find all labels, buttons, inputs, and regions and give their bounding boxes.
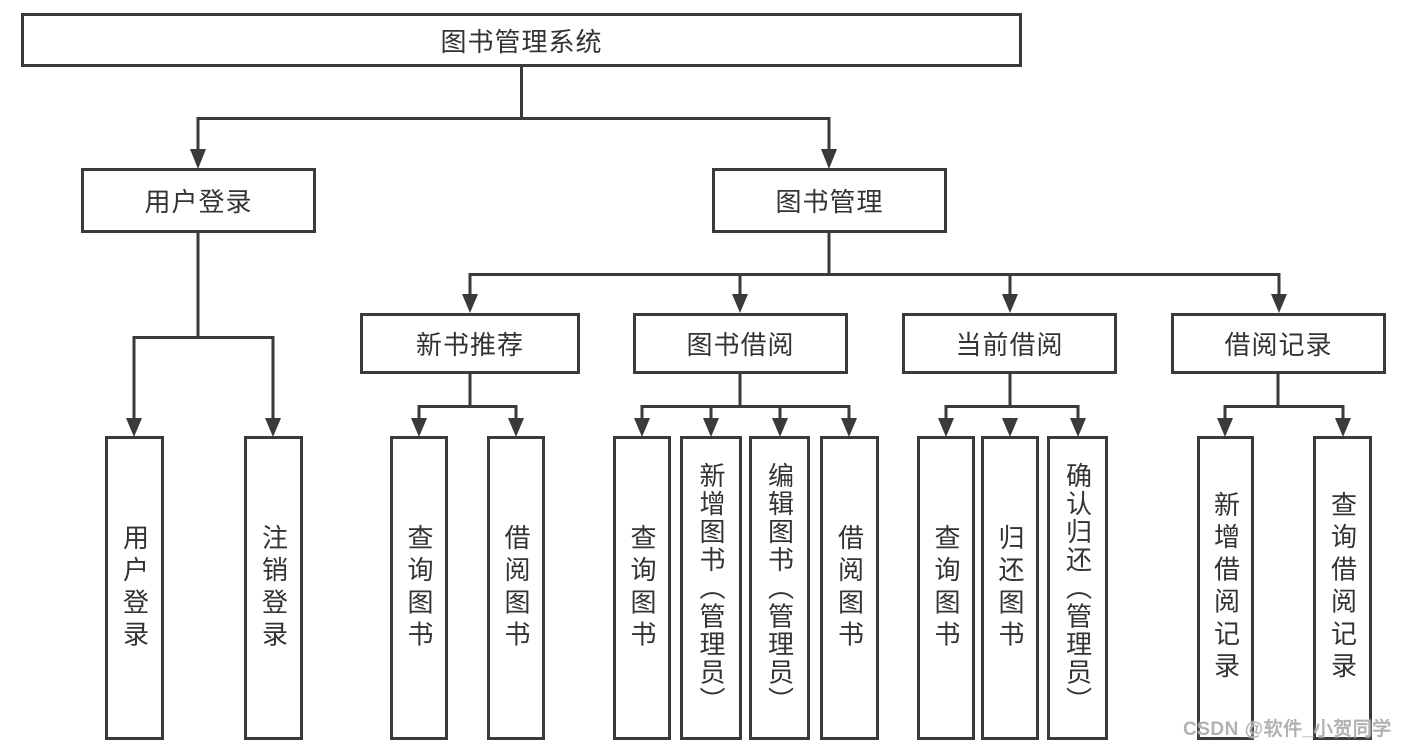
- node-label: 借阅图书: [834, 523, 865, 653]
- node-label: 新增图书（管理员）: [696, 461, 726, 715]
- leaf-add-book-admin: 新增图书（管理员）: [680, 436, 742, 740]
- node-root: 图书管理系统: [21, 13, 1022, 67]
- node-label: 图书管理系统: [440, 26, 603, 57]
- leaf-query-books-recommend: 查询图书: [390, 436, 448, 740]
- node-label: 确认归还（管理员）: [1062, 461, 1093, 715]
- node-book-management: 图书管理: [712, 168, 947, 233]
- leaf-edit-book-admin: 编辑图书（管理员）: [749, 436, 810, 740]
- node-label: 查询图书: [627, 523, 657, 653]
- node-label: 查询图书: [931, 523, 961, 653]
- leaf-return-books: 归还图书: [981, 436, 1039, 740]
- leaf-user-login: 用户登录: [105, 436, 164, 740]
- node-label: 编辑图书（管理员）: [764, 461, 795, 715]
- leaf-query-books-current: 查询图书: [917, 436, 975, 740]
- leaf-add-borrow-record: 新增借阅记录: [1197, 436, 1254, 740]
- node-label: 用户登录: [119, 523, 150, 653]
- node-label: 当前借阅: [955, 330, 1064, 360]
- node-label: 新书推荐: [415, 330, 524, 360]
- node-book-borrow: 图书借阅: [633, 313, 848, 374]
- watermark-text: CSDN @软件_小贺同学: [1183, 719, 1392, 740]
- node-label: 新增借阅记录: [1210, 491, 1241, 685]
- node-user-login: 用户登录: [81, 168, 316, 233]
- leaf-borrow-books-borrow: 借阅图书: [820, 436, 879, 740]
- node-label: 注销登录: [258, 523, 289, 653]
- leaf-logout: 注销登录: [244, 436, 303, 740]
- node-label: 图书管理: [775, 187, 884, 217]
- node-label: 用户登录: [144, 187, 253, 217]
- node-current-borrow: 当前借阅: [902, 313, 1117, 374]
- node-label: 借阅图书: [501, 523, 531, 653]
- leaf-query-books-borrow: 查询图书: [613, 436, 671, 740]
- leaf-borrow-books-recommend: 借阅图书: [487, 436, 545, 740]
- node-label: 归还图书: [995, 523, 1025, 653]
- node-label: 图书借阅: [686, 330, 795, 360]
- node-borrow-records: 借阅记录: [1171, 313, 1386, 374]
- node-new-book-recommend: 新书推荐: [360, 313, 580, 374]
- leaf-confirm-return-admin: 确认归还（管理员）: [1047, 436, 1108, 740]
- node-label: 借阅记录: [1224, 330, 1333, 360]
- leaf-query-borrow-record: 查询借阅记录: [1313, 436, 1372, 740]
- node-label: 查询借阅记录: [1327, 491, 1358, 685]
- node-label: 查询图书: [404, 523, 434, 653]
